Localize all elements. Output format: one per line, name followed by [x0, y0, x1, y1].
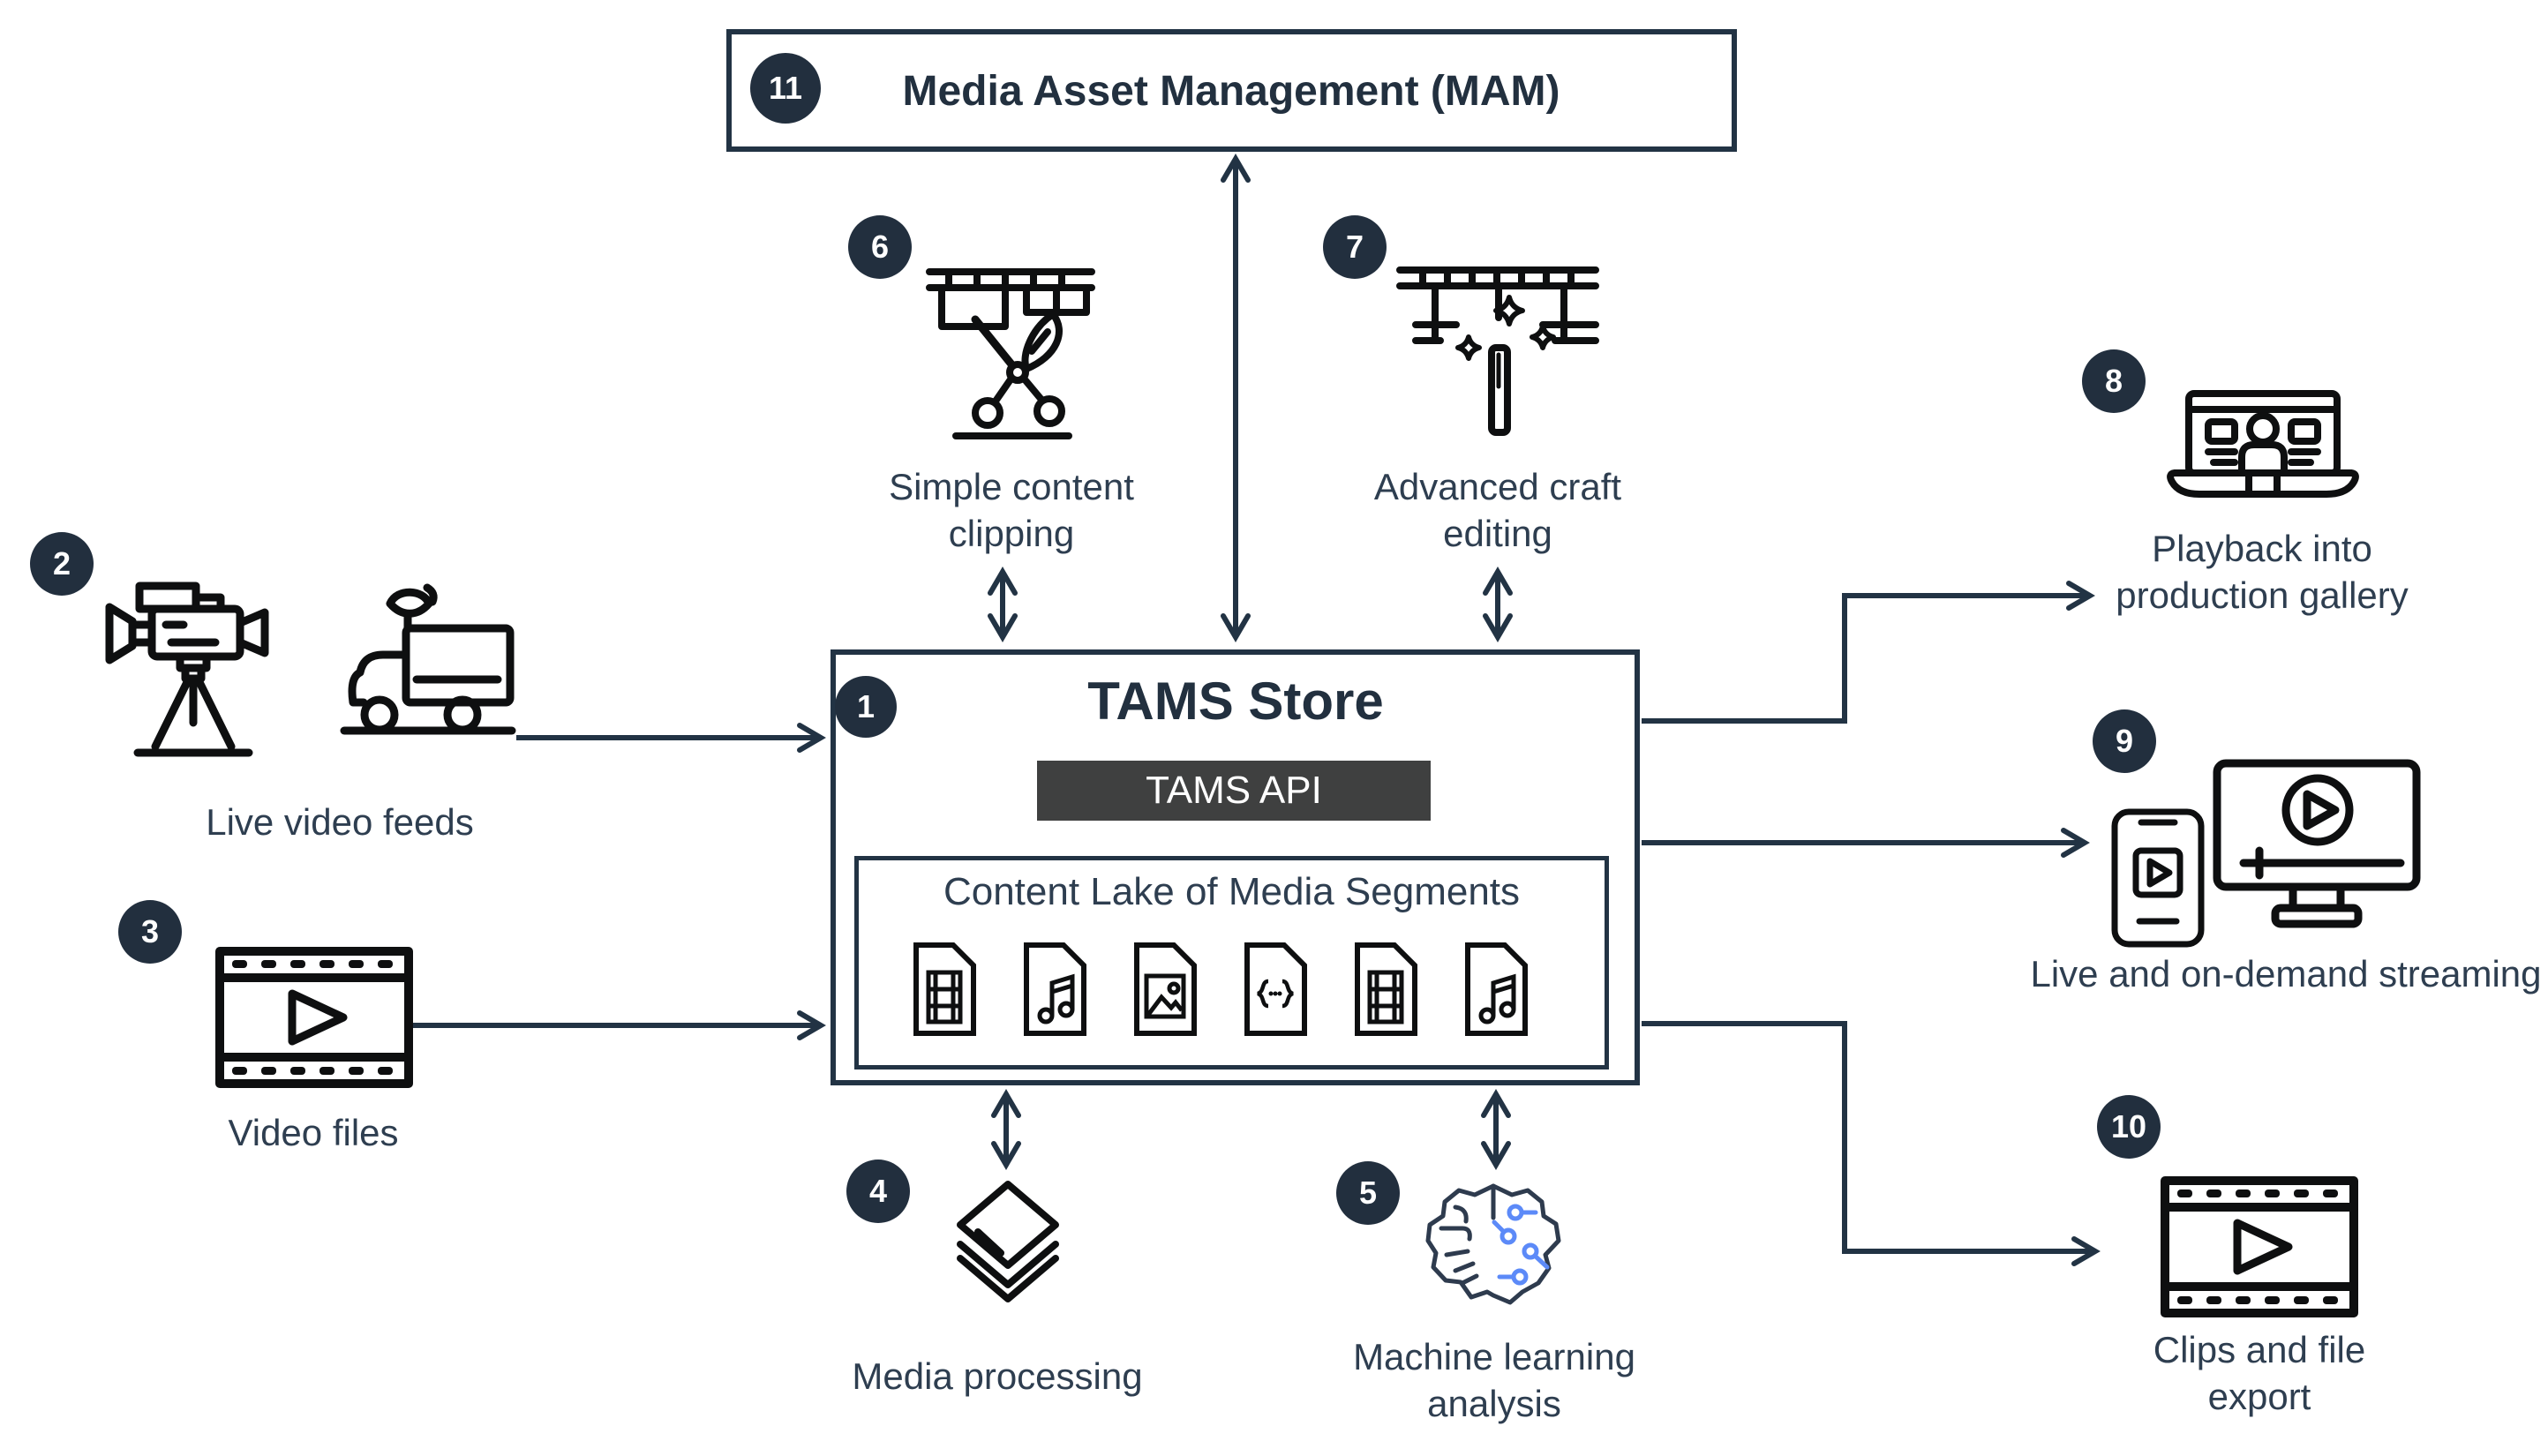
segment-file-icon: [1244, 942, 1307, 1036]
content-lake-file-icons: [909, 941, 1536, 1038]
film-play-icon: [215, 947, 413, 1088]
audio-file-icon: [1465, 942, 1528, 1036]
tams-api-bar: TAMS API: [1037, 761, 1431, 821]
video-camera-icon: [105, 582, 269, 757]
satellite-truck-icon: [340, 583, 516, 735]
live-feeds-label: Live video feeds: [206, 801, 474, 843]
tams-api-label: TAMS API: [1146, 769, 1322, 812]
video-file-icon: [1355, 942, 1417, 1036]
tams-store-title: TAMS Store: [1087, 672, 1384, 731]
content-lake-title: Content Lake of Media Segments: [943, 870, 1521, 913]
laptop-gallery-icon: [2167, 390, 2359, 498]
clips-export-label: Clips and file export: [2153, 1329, 2366, 1417]
badge-3: 3: [118, 900, 182, 964]
mam-box: [726, 29, 1737, 152]
badge-10: 10: [2097, 1095, 2161, 1159]
film-magic-wand-icon: [1396, 266, 1599, 436]
badge-4: 4: [846, 1160, 910, 1223]
badge-7: 7: [1323, 215, 1387, 279]
badge-1: 1: [835, 676, 897, 738]
craft-editing-label: Advanced craft editing: [1373, 466, 1622, 554]
mam-title: Media Asset Management (MAM): [902, 68, 1560, 115]
media-processing-label: Media processing: [852, 1355, 1143, 1397]
video-files-label: Video files: [228, 1112, 399, 1153]
badge-6: 6: [848, 215, 912, 279]
audio-file-icon: [1024, 942, 1086, 1036]
film-play-icon: [2161, 1176, 2358, 1317]
streaming-label: Live and on-demand streaming: [2030, 953, 2542, 994]
video-file-icon: [913, 942, 976, 1036]
image-file-icon: [1134, 942, 1197, 1036]
film-scissors-icon: [926, 268, 1095, 439]
badge-2: 2: [30, 532, 94, 596]
arrow-tams-playback: [1642, 581, 2095, 724]
ml-analysis-label: Machine learning analysis: [1353, 1336, 1635, 1424]
badge-11: 11: [750, 53, 821, 124]
clipping-label: Simple content clipping: [889, 466, 1134, 554]
playback-label: Playback into production gallery: [2116, 528, 2409, 616]
arrow-tams-clips: [1642, 1021, 2101, 1266]
brain-circuit-icon: [1425, 1183, 1561, 1305]
phone-monitor-streaming-icon: [2111, 759, 2421, 948]
badge-8: 8: [2082, 349, 2146, 413]
badge-9: 9: [2093, 709, 2156, 773]
badge-5: 5: [1336, 1161, 1400, 1225]
layers-icon: [957, 1181, 1059, 1302]
